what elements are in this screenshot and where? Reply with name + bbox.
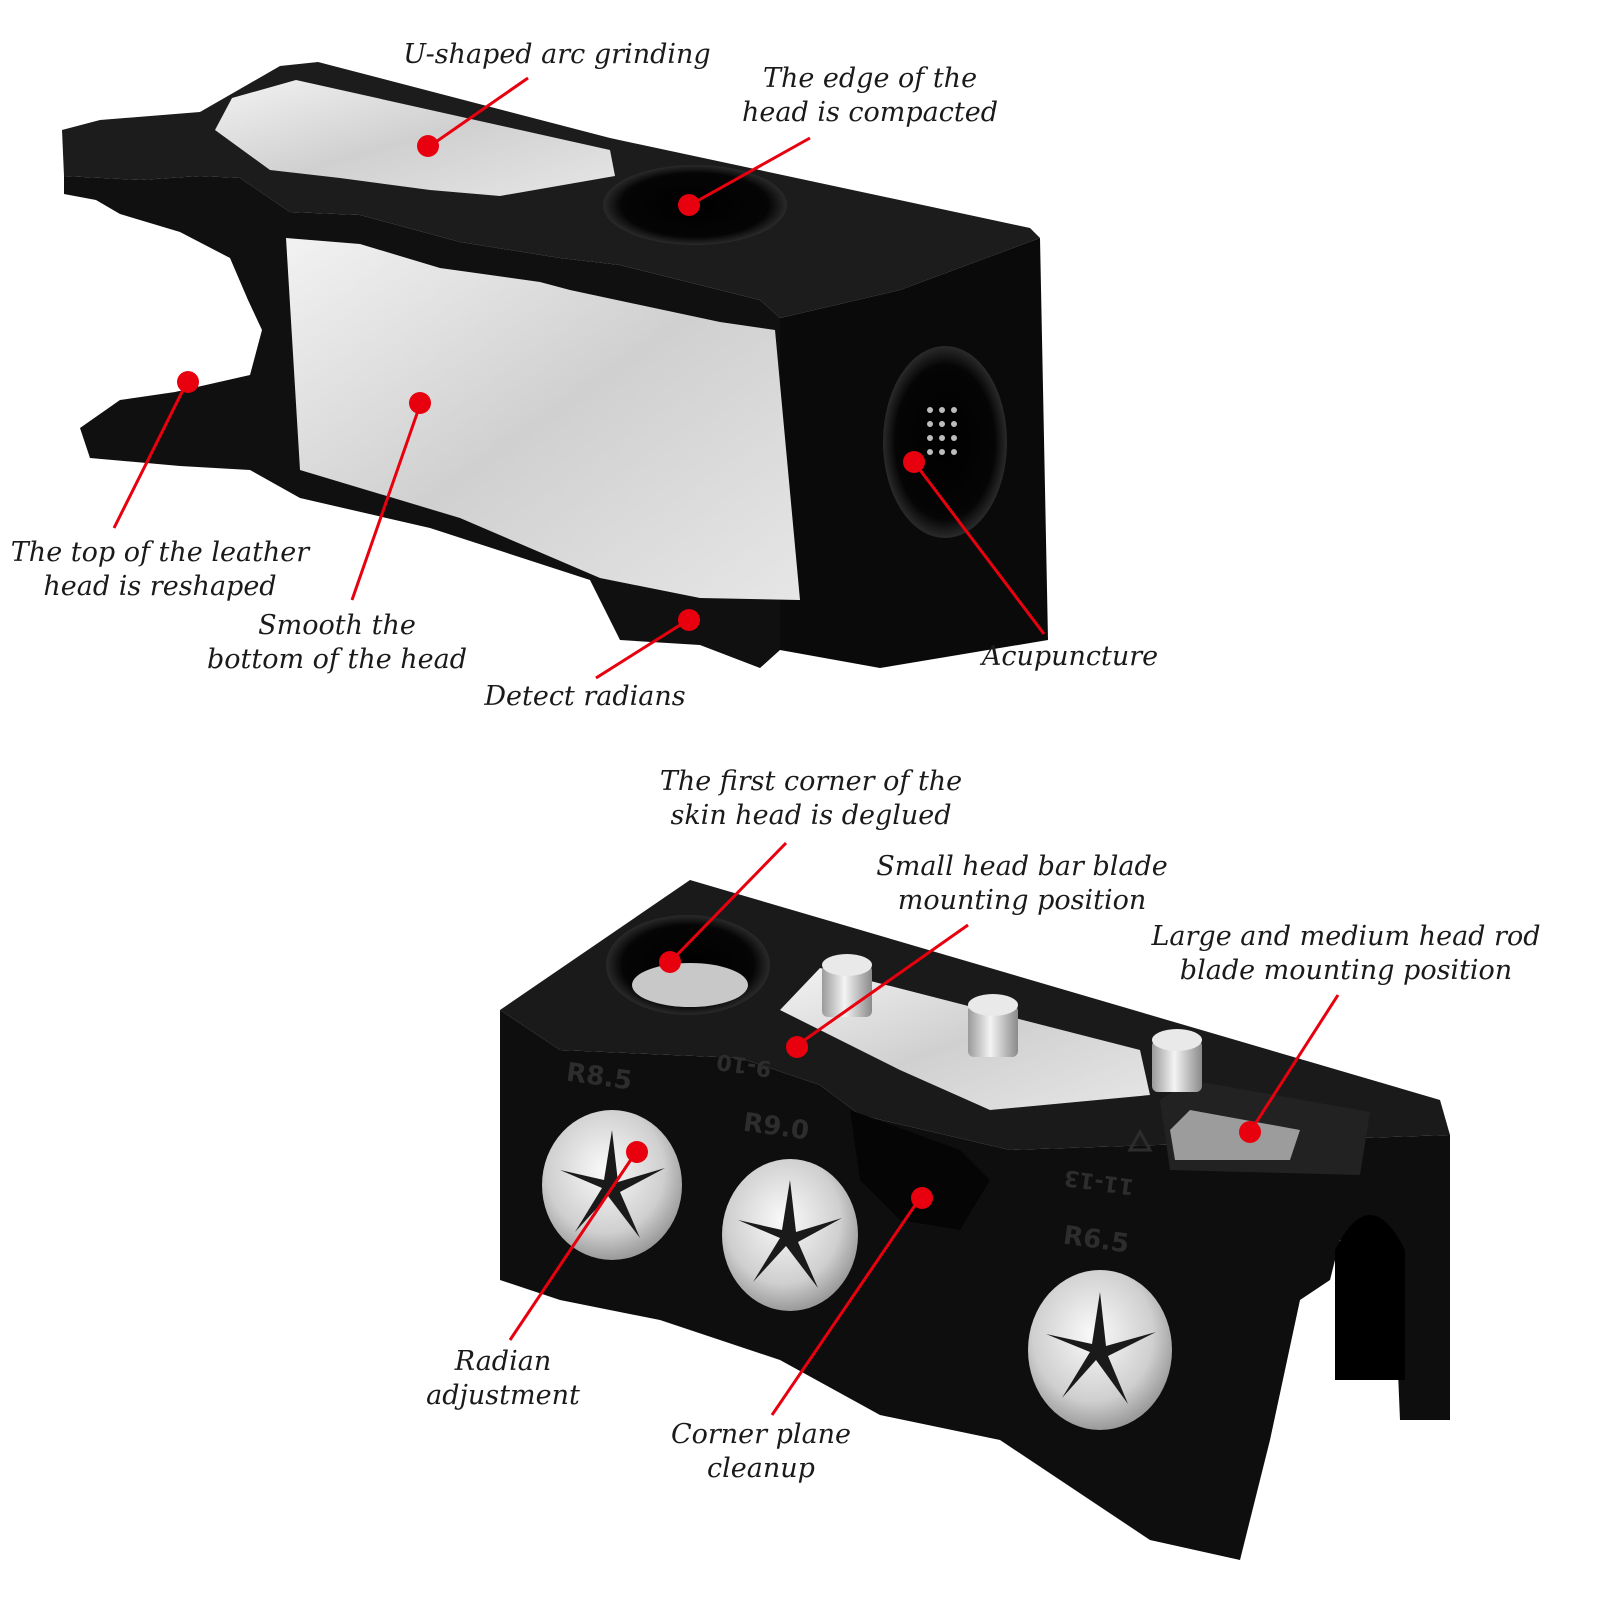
caption-small-blade: Small head bar blade mounting position	[876, 851, 1168, 916]
caption-acupuncture: Acupuncture	[981, 641, 1159, 672]
small-blade-plate	[780, 968, 1150, 1110]
marker-small-blade	[786, 1036, 808, 1058]
u-channel	[1335, 1215, 1405, 1380]
radian-disc	[1028, 1270, 1172, 1430]
caption-detect-radians: Detect radians	[484, 681, 686, 712]
u-arc-metal-pad	[215, 80, 615, 196]
marker-detect-radians	[678, 609, 700, 631]
marker-top-reshaped	[177, 371, 199, 393]
acupuncture-hole	[883, 346, 1007, 538]
triangle-icon	[1127, 1128, 1153, 1152]
marker-u-arc	[417, 135, 439, 157]
marker-acupuncture	[903, 451, 925, 473]
callout-markers	[177, 135, 1261, 1209]
leader-small-blade	[795, 923, 969, 1048]
caption-smooth-bottom: Smooth the bottom of the head	[206, 610, 468, 675]
caption-radian-adjust: Radian adjustment	[426, 1346, 580, 1411]
marker-corner-cleanup	[911, 1187, 933, 1209]
corner-plane-scoop	[850, 1110, 990, 1230]
side-metal-plate	[286, 238, 800, 600]
large-blade-plate	[1170, 1110, 1300, 1160]
caption-large-blade: Large and medium head rod blade mounting…	[1151, 921, 1541, 986]
leader-large-blade	[1248, 994, 1340, 1133]
leader-corner-cleanup	[770, 1197, 922, 1416]
radian-disc	[542, 1110, 682, 1260]
marker-edge-compacted	[678, 194, 700, 216]
leader-first-corner	[670, 841, 788, 962]
leader-top-reshaped	[112, 379, 190, 529]
leader-u-arc	[429, 76, 529, 148]
radian-disc	[722, 1159, 858, 1311]
caption-top-reshaped: The top of the leather head is reshaped	[10, 537, 310, 602]
caption-first-corner: The first corner of the skin head is deg…	[659, 766, 963, 831]
leader-edge-compacted	[689, 136, 811, 207]
marker-first-corner	[659, 951, 681, 973]
leader-lines	[112, 76, 1340, 1416]
caption-u-arc: U-shaped arc grinding	[403, 39, 711, 70]
acupuncture-needles	[927, 407, 957, 455]
leader-smooth-bottom	[350, 404, 422, 601]
caption-corner-cleanup: Corner plane cleanup	[670, 1419, 852, 1484]
leader-radian-adjust	[508, 1151, 638, 1341]
caption-edge-compacted: The edge of the head is compacted	[742, 63, 998, 128]
marker-smooth-bottom	[409, 392, 431, 414]
leader-detect-radians	[595, 618, 689, 680]
blade-screw	[822, 954, 872, 1017]
marker-radian-adjust	[626, 1141, 648, 1163]
bottom-tool: R8.5 R9.0 R6.5 9-10 11-13	[500, 880, 1450, 1560]
deglue-hole-metal	[632, 963, 748, 1007]
blade-screw	[968, 994, 1018, 1057]
marker-large-blade	[1239, 1121, 1261, 1143]
blade-screw	[1152, 1029, 1202, 1092]
leader-acupuncture	[912, 461, 1046, 635]
